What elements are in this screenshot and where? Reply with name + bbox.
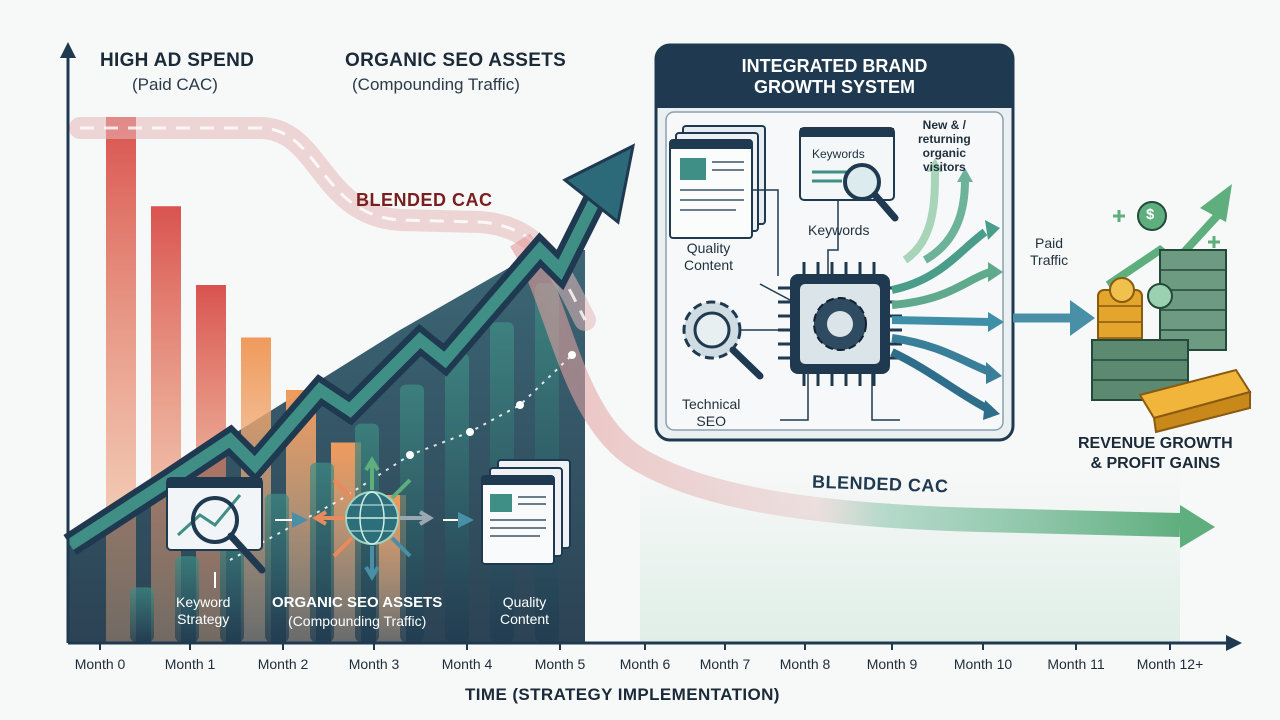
output-arrowhead xyxy=(957,168,973,182)
blended-cac-top-line xyxy=(80,126,587,321)
quality-content-line2: Content xyxy=(684,257,734,273)
revenue-line2: & PROFIT GAINS xyxy=(1090,455,1221,472)
revenue-line1: REVENUE GROWTH xyxy=(1078,435,1233,452)
system-title: INTEGRATED BRAND GROWTH SYSTEM xyxy=(656,56,1013,98)
visitors-line2: returning xyxy=(918,132,971,146)
blended-cac-arrowhead xyxy=(1180,505,1215,548)
organic-bar xyxy=(175,556,199,642)
document-stack-icon xyxy=(669,125,766,239)
organic-bar xyxy=(445,353,469,642)
organic-bar xyxy=(310,462,334,642)
x-tick-label: Month 2 xyxy=(257,656,309,672)
keywords-card-icon xyxy=(799,127,899,222)
quality-content-line1: Quality xyxy=(686,240,731,256)
technical-seo-line2: SEO xyxy=(696,413,726,429)
globe-network-icon xyxy=(312,456,434,581)
paid-bar xyxy=(106,117,136,642)
output-arrowhead xyxy=(985,220,1000,240)
system-title-line1: INTEGRATED BRAND xyxy=(741,56,928,76)
x-tick-label: Month 4 xyxy=(441,656,493,672)
system-title-line2: GROWTH SYSTEM xyxy=(754,77,915,97)
x-tick-label: Month 0 xyxy=(74,656,126,672)
to-revenue-arrowhead xyxy=(1070,300,1095,336)
organic-bar xyxy=(265,493,289,642)
output-arrowhead xyxy=(986,362,1002,384)
keyword-strategy-line2: Strategy xyxy=(177,611,230,627)
quality-content-bottom-label: Quality Content xyxy=(500,594,549,628)
organic-assets-label: ORGANIC SEO ASSETS (Compounding Traffic) xyxy=(272,594,442,630)
visitors-label: New & / returning organic visitors xyxy=(918,118,971,174)
blended-cac-curve xyxy=(509,233,1181,537)
keyword-strategy-icon xyxy=(166,477,266,588)
output-arrows xyxy=(890,169,992,414)
dot xyxy=(466,428,474,436)
x-tick-label: Month 1 xyxy=(164,656,216,672)
quality-content-bottom-line1: Quality xyxy=(502,594,547,610)
keyword-strategy-line1: Keyword xyxy=(176,594,231,610)
dot xyxy=(516,401,524,409)
technical-seo-label: Technical SEO xyxy=(682,396,740,430)
x-tick-label: Month 9 xyxy=(866,656,918,672)
blended-cac-label-top: BLENDED CAC xyxy=(356,190,493,210)
y-axis-arrow xyxy=(60,42,76,58)
quality-content-label: Quality Content xyxy=(684,240,733,274)
x-ticks xyxy=(99,643,1171,650)
paid-traffic-line2: Traffic xyxy=(1030,252,1069,268)
connector-lines xyxy=(740,189,900,421)
card-keywords-label: Keywords xyxy=(812,147,865,161)
quality-content-icon xyxy=(481,459,571,565)
organic-bar xyxy=(400,384,424,642)
coin-dollar: $ xyxy=(1146,206,1155,223)
growth-arrowhead xyxy=(562,143,636,225)
visitors-line1: New & / xyxy=(922,118,966,132)
growth-arrow-highlight xyxy=(66,187,606,551)
revenue-label: REVENUE GROWTH & PROFIT GAINS xyxy=(1078,434,1233,474)
keyword-strategy-label: Keyword Strategy xyxy=(176,594,230,628)
dot xyxy=(568,351,576,359)
output-arrowhead xyxy=(988,312,1004,332)
gear-search-icon xyxy=(682,300,764,380)
paid-traffic-line1: Paid xyxy=(1035,235,1064,251)
paid-subtitle: (Paid CAC) xyxy=(132,75,218,94)
organic-bar xyxy=(220,525,244,642)
organic-assets-title: ORGANIC SEO ASSETS xyxy=(272,594,443,611)
x-axis-title: TIME (STRATEGY IMPLEMENTATION) xyxy=(465,685,780,704)
x-tick-label: Month 12+ xyxy=(1136,656,1204,672)
dot xyxy=(406,451,414,459)
organic-assets-sub: (Compounding Traffic) xyxy=(288,613,427,629)
keywords-label: Keywords xyxy=(808,222,870,238)
x-tick-label: Month 6 xyxy=(619,656,671,672)
paid-title: HIGH AD SPEND xyxy=(100,50,255,71)
organic-bar xyxy=(130,587,154,642)
x-tick-label: Month 3 xyxy=(348,656,400,672)
x-tick-label: Month 11 xyxy=(1047,656,1105,672)
organic-title: ORGANIC SEO ASSETS xyxy=(345,50,567,71)
technical-seo-line1: Technical xyxy=(682,396,741,412)
x-tick-label: Month 5 xyxy=(534,656,586,672)
x-axis-arrow xyxy=(1226,635,1242,651)
output-arrowhead xyxy=(927,158,943,172)
visitors-line4: visitors xyxy=(922,160,966,174)
x-tick-label: Month 10 xyxy=(953,656,1013,672)
x-tick-label: Month 7 xyxy=(699,656,751,672)
money-stack-icon xyxy=(1091,184,1252,434)
x-tick-label: Month 8 xyxy=(779,656,831,672)
organic-subtitle: (Compounding Traffic) xyxy=(352,75,520,94)
output-arrowhead xyxy=(983,400,1000,420)
visitors-line3: organic xyxy=(922,146,966,160)
cpu-chip-icon xyxy=(790,274,890,374)
output-arrowhead xyxy=(988,262,1003,282)
paid-traffic-label: Paid Traffic xyxy=(1030,235,1068,269)
quality-content-bottom-line2: Content xyxy=(500,611,550,627)
